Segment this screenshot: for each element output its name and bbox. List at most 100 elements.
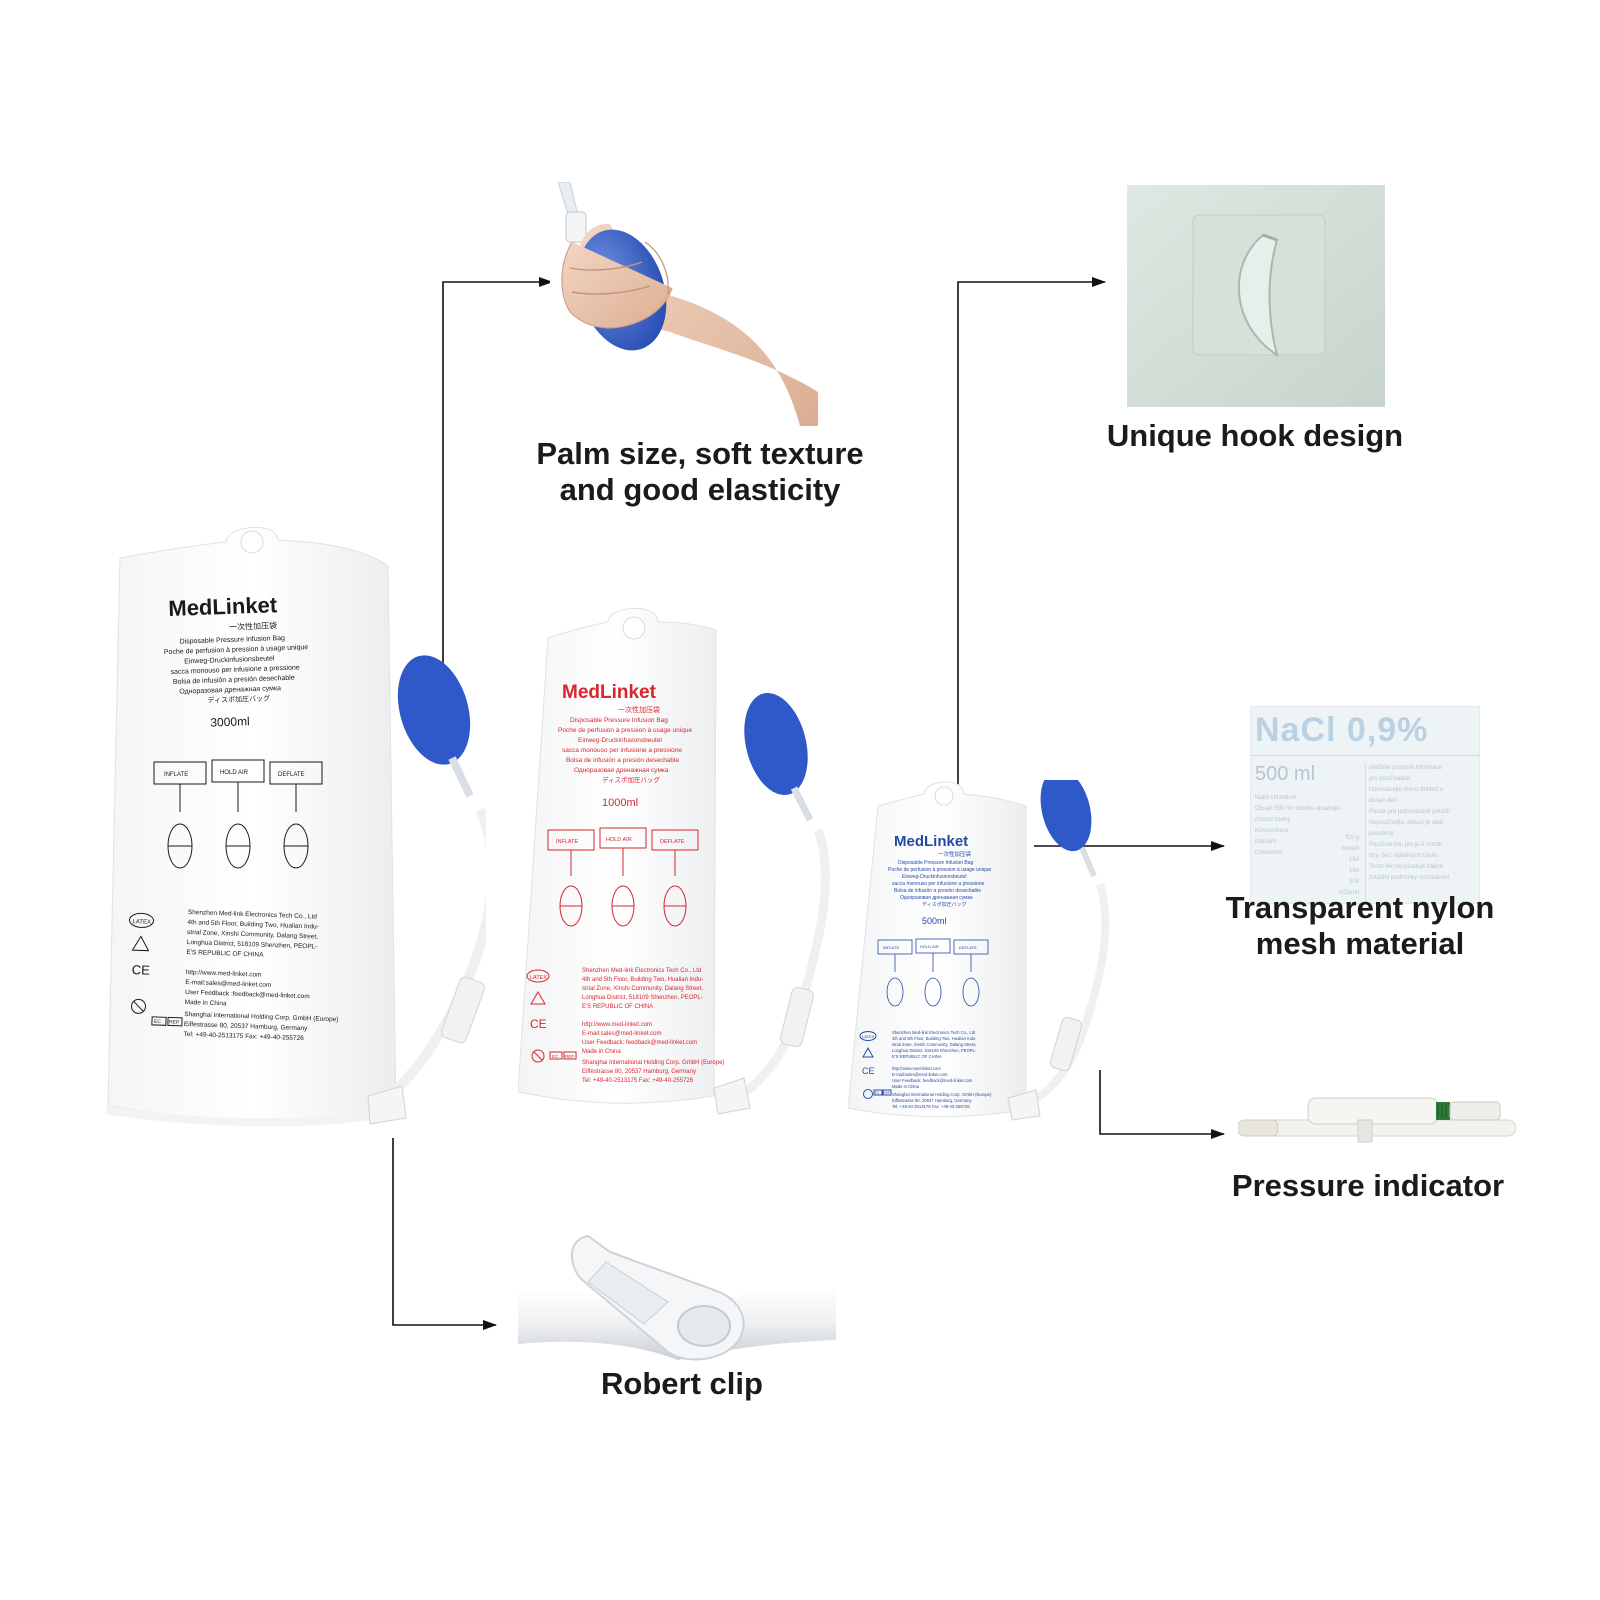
bag-desc-line: Disposable Pressure Infusion Bag (898, 860, 974, 866)
bag-rep-line: Shanghai International Holding Corp. Gmb… (892, 1092, 992, 1097)
bag-volume: 1000ml (602, 797, 638, 809)
bag-desc-line: Einweg-Druckinfusionsbeutel (184, 655, 275, 665)
nylon-caption: Transparent nylon mesh material (1200, 890, 1520, 962)
pressure-bag-3000ml: MedLinket 一次性加压袋 Disposable Pressure Inf… (106, 526, 486, 1127)
ec-label: EC (154, 1019, 162, 1025)
bag-rep-line: Eiffestrasse 80, 20537 Hamburg, Germany (892, 1098, 972, 1103)
bag-maker-line: strial Zone, Xinshi Community, Dalang St… (187, 929, 318, 941)
nacl-right-line: přečtěte pozorně informace (1369, 765, 1443, 771)
bag-step-label: HOLD AIR (220, 770, 249, 776)
arrow-to-pressure (1099, 1070, 1225, 1139)
bag-rep-line: Eiffestrasse 80, 20537 Hamburg, Germany (184, 1021, 308, 1032)
robert-clip-icon (367, 1085, 407, 1125)
bag-volume: 3000ml (210, 714, 250, 729)
pressure-bag-1000ml: MedLinket 一次性加压袋 Disposable Pressure Inf… (518, 608, 830, 1115)
bag-desc-line: Einweg-Druckinfusionsbeutel (578, 737, 662, 744)
pressure-caption: Pressure indicator (1231, 1168, 1505, 1203)
hook-design-photo (1127, 185, 1385, 407)
bag-maker-line: Shenzhen Med-link Electronics Tech Co., … (188, 909, 318, 921)
bag-maker-line: 4th and 5th Floor, Building Two, Hualian… (582, 977, 703, 983)
bag-cn-name: 一次性加压袋 (229, 620, 277, 632)
bag-maker-line: E'S REPUBLIC OF CHINA (186, 949, 264, 959)
bag-maker-line: Shenzhen Med-link Electronics Tech Co., … (582, 968, 701, 974)
clip-caption: Robert clip (601, 1366, 763, 1401)
bag-step-label: DEFLATE (959, 945, 977, 950)
bag-rep-line: Tel: +49-40-2513175 Fax: +49-40-255726 (892, 1104, 970, 1109)
nacl-right-line: Používat lze, jen je-li roztok (1369, 842, 1443, 848)
latex-icon (129, 912, 154, 928)
nacl-right-line: dosah dětí (1369, 798, 1398, 804)
bag-desc-line: Одноразовая дренажная сумка (574, 767, 669, 774)
nylon-caption-line-1: Transparent nylon (1225, 890, 1495, 925)
bag-rep-line: Tel: +49-40-2513175 Fax: +49-40-255726 (582, 1078, 694, 1084)
rep-label: REP (169, 1019, 180, 1025)
warning-icon (862, 1046, 874, 1058)
nacl-right-line: zvláštní podmínky uchovávání (1369, 875, 1450, 881)
bag-brand-logo: MedLinket (894, 833, 968, 850)
bag-brand-logo: MedLinket (168, 592, 278, 621)
latex-icon (859, 1031, 877, 1041)
nacl-left-line: Obsah 500 ml roztoku obsahuje: (1255, 806, 1342, 812)
bag-contact-line: Made in China (892, 1084, 920, 1089)
bag-step-label: HOLD AIR (606, 837, 632, 843)
pressure-bag-500ml: MedLinket 一次性加压袋 Disposable Pressure Inf… (848, 780, 1110, 1121)
nacl-right-line: Nepoužívejte, pokud je obal (1369, 820, 1444, 826)
bag-maker-line: Longhua District, 518109 Shenzhen, PEOPL… (187, 939, 318, 951)
bag-desc-line: Одноразовая дренажная сумка (179, 685, 281, 696)
bag-desc-line: ディスポ加圧バッグ (602, 775, 661, 784)
nacl-right-column: přečtěte pozorně informace pro používate… (1369, 763, 1477, 884)
bag-hanger-hole (934, 786, 954, 806)
nacl-volume: 500 ml (1255, 763, 1316, 785)
arrow-to-clip (392, 1138, 497, 1330)
bag-desc-line: ディスポ加圧バッグ (922, 901, 967, 908)
bag-maker-line: E'S REPUBLIC OF CHINA (582, 1004, 653, 1010)
bag-contact-line: Made in China (582, 1049, 621, 1055)
bag-desc-line: sacca monouso per infusione a pressione (170, 664, 299, 676)
bag-brand-logo: MedLinket (562, 682, 657, 703)
bag-maker-line: Shenzhen Med-link Electronics Tech Co., … (892, 1030, 976, 1035)
bag-desc-line: Poche de perfusion à pression à usage un… (888, 867, 991, 873)
bag-desc-line: Одноразовая дренажная сумка (900, 895, 973, 901)
robert-clip-icon (1007, 1089, 1041, 1121)
bag-step-label: DEFLATE (278, 772, 305, 778)
bag-step-label: DEFLATE (660, 839, 685, 845)
rep-label: REP (565, 1054, 574, 1059)
bag-contact-line: Made in China (185, 999, 228, 1007)
bag-maker-line: E'S REPUBLIC OF CHINA (892, 1054, 942, 1059)
bag-instruction-diagram: INFLATE HOLD AIR DEFLATE (877, 938, 989, 1007)
bag-hanger-hole (622, 616, 646, 640)
bag-contact-line: http://www.med-linket.com (892, 1066, 941, 1071)
bag-instruction-diagram: INFLATE HOLD AIR DEFLATE (547, 827, 699, 927)
nacl-right-line: Pouze pro jednorázové použití (1369, 809, 1451, 815)
bag-desc-line: Disposable Pressure Infusion Bag (570, 717, 668, 724)
bag-step-label: INFLATE (556, 839, 579, 845)
pressure-indicator-photo (1238, 1097, 1516, 1143)
bag-maker-line: 4th and 5th Floor, Building Two, Hualian… (892, 1036, 977, 1041)
bag-desc-line: Disposable Pressure Infusion Bag (179, 635, 285, 646)
bag-contact-line: http://www.med-linket.com (186, 969, 262, 979)
hook-caption: Unique hook design (1106, 418, 1404, 453)
nacl-left-line: chlorid sodný (1255, 817, 1291, 823)
ec-label: EC (875, 1091, 880, 1095)
bag-cn-name: 一次性加压袋 (618, 705, 660, 714)
nacl-left-column: Natrii chloridum Obsah 500 ml roztoku ob… (1255, 793, 1365, 859)
hook-icon (1237, 233, 1279, 358)
bag-maker-line: 4th and 5th Floor, Building Two, Hualian… (187, 919, 319, 931)
nacl-value: 154 (1348, 857, 1359, 863)
nacl-value: mmol/l (1341, 846, 1359, 852)
nacl-left-line: Koncentrace (1255, 828, 1289, 834)
latex-label: LATEX (132, 919, 151, 926)
bag-desc-line: Bolsa de infusión a presión desechable (173, 675, 295, 686)
bag-maker-line: Longhua District, 518109 Shenzhen, PEOPL… (892, 1048, 977, 1053)
nacl-values-column: 9,0 g mmol/l 154 154 308 mOsm/l (1329, 833, 1359, 899)
hand-squeezing-bulb-photo (550, 182, 818, 426)
bag-cn-name: 一次性加压袋 (938, 850, 972, 858)
bag-desc-line: Bolsa de infusión a presión desechable (566, 757, 679, 764)
bag-desc-line: Bolsa de infusión a presión desechable (894, 888, 981, 894)
latex-label: LATEX (862, 1034, 875, 1039)
bag-rep-line: Shanghai International Holding Corp. Gmb… (582, 1060, 724, 1066)
blue-bulb-icon (397, 655, 471, 765)
bag-maker-line: strial Zone, Xinshi Community, Dalang St… (582, 986, 703, 992)
ce-mark-icon: CE (530, 1017, 547, 1031)
latex-label: LATEX (530, 975, 547, 981)
